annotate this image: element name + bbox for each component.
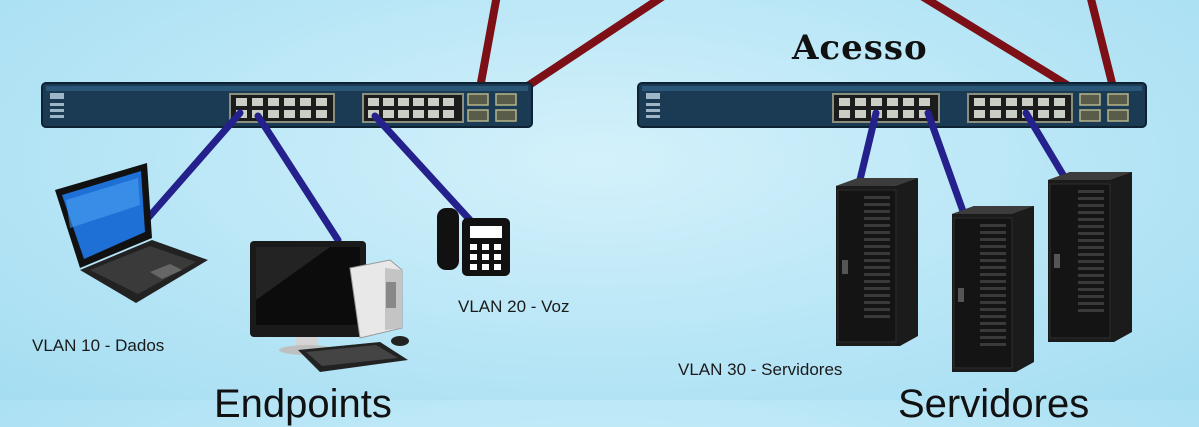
ip-phone-icon bbox=[437, 208, 510, 276]
uplink-right-1 bbox=[920, 0, 1094, 103]
link-server-3 bbox=[1022, 109, 1069, 182]
network-diagram bbox=[41, 0, 1147, 372]
laptop-icon bbox=[55, 163, 208, 303]
desktop-computer-icon bbox=[250, 241, 409, 372]
uplink-lines bbox=[474, 0, 1120, 103]
vlan10-label: VLAN 10 - Dados bbox=[32, 336, 165, 355]
server-2-icon bbox=[952, 206, 1034, 372]
access-layer-title: Acesso bbox=[792, 28, 928, 68]
left-access-switch bbox=[41, 82, 533, 128]
uplink-right-2 bbox=[1087, 0, 1120, 103]
link-server-1 bbox=[854, 109, 880, 192]
vlan20-label: VLAN 20 - Voz bbox=[458, 297, 570, 316]
link-laptop bbox=[144, 109, 244, 222]
link-desktop bbox=[254, 112, 342, 244]
uplink-left-2 bbox=[504, 0, 665, 103]
server-3-icon bbox=[1048, 172, 1132, 342]
link-server-2 bbox=[924, 109, 968, 218]
right-access-switch bbox=[637, 82, 1147, 128]
vlan30-label: VLAN 30 - Servidores bbox=[678, 360, 843, 379]
uplink-left-1 bbox=[474, 0, 501, 103]
servers-group-label: Servidores bbox=[898, 382, 1090, 426]
access-links bbox=[144, 109, 1069, 244]
server-1-icon bbox=[836, 178, 918, 346]
endpoints-group-label: Endpoints bbox=[214, 382, 392, 426]
link-phone bbox=[371, 112, 474, 224]
